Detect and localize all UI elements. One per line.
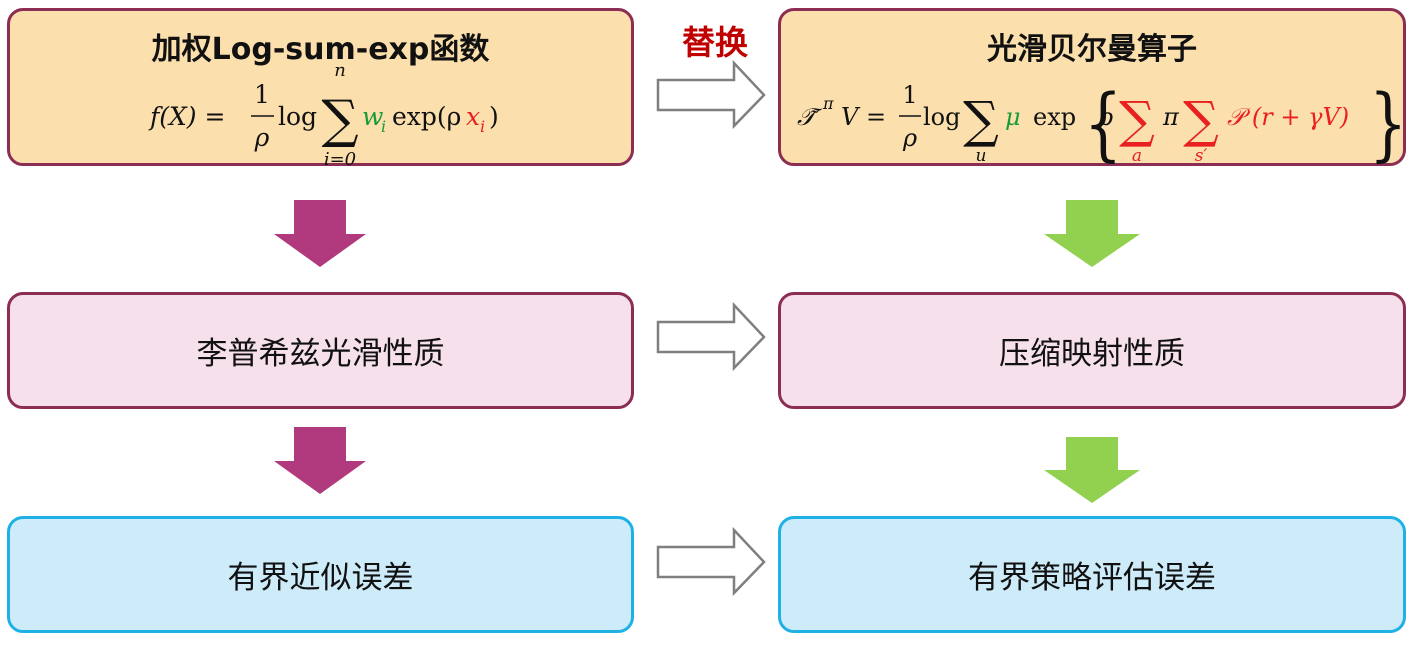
approx-error-box: 有界近似误差: [7, 516, 634, 633]
bellman-left-brace: {: [1084, 76, 1122, 170]
bellman-sum1-symbol: ∑: [963, 91, 999, 149]
bellman-box: 光滑贝尔曼算子 𝒯̃ π V = 1 ρ log ∑ u μ exp { ρ ∑…: [778, 8, 1407, 170]
formula-sum-lower: i=0: [324, 149, 356, 170]
bellman-sum2-symbol: ∑: [1119, 91, 1155, 149]
formula-sum-symbol: ∑: [321, 90, 358, 150]
bellman-sum1-lower: u: [976, 146, 987, 166]
formula-exp: exp(ρ: [392, 102, 461, 131]
formula-var-sub: i: [480, 117, 485, 136]
bellman-frac-num: 1: [902, 81, 917, 109]
approx-error-label: 有界近似误差: [227, 560, 414, 596]
horizontal-arrow-top: [656, 59, 766, 130]
down-arrow-right-1: [1044, 200, 1140, 267]
logsumexp-formula: f(X) = 1 ρ log n ∑ i=0 w i exp(ρ x i ): [148, 61, 499, 170]
policy-eval-error-label: 有界策略评估误差: [968, 560, 1216, 596]
bellman-right-brace: }: [1369, 76, 1407, 170]
contraction-box: 压缩映射性质: [778, 292, 1406, 409]
formula-sum-upper: n: [334, 61, 346, 81]
bellman-frac-den: ρ: [902, 124, 917, 152]
down-arrow-right-2: [1044, 437, 1140, 503]
bellman-mu: μ: [1005, 103, 1021, 131]
logsumexp-title: 加权Log-sum-exp函数: [151, 32, 490, 67]
bellman-pi: π: [1162, 103, 1180, 131]
logsumexp-box: 加权Log-sum-exp函数 f(X) = 1 ρ log n ∑ i=0 w…: [7, 8, 634, 170]
bellman-exp: exp: [1033, 103, 1076, 131]
formula-weight: w: [362, 102, 383, 131]
policy-eval-error-box: 有界策略评估误差: [778, 516, 1406, 633]
lipschitz-box: 李普希兹光滑性质: [7, 292, 634, 409]
formula-lhs: f(X) =: [148, 102, 225, 131]
down-arrow-left-2: [274, 427, 366, 494]
bellman-log: log: [923, 103, 961, 131]
horizontal-arrow-bottom: [656, 526, 766, 597]
bellman-lhs-v: V =: [841, 103, 886, 131]
formula-frac-num: 1: [254, 80, 270, 109]
contraction-label: 压缩映射性质: [999, 336, 1185, 372]
bellman-title: 光滑贝尔曼算子: [987, 32, 1197, 67]
bellman-op-sup: π: [822, 94, 834, 113]
horizontal-arrow-middle: [656, 301, 766, 372]
replace-label: 替换: [682, 23, 748, 62]
bellman-rho: ρ: [1098, 103, 1113, 131]
formula-close: ): [489, 102, 499, 131]
bellman-tail: 𝒫 (r + γV): [1227, 103, 1349, 131]
formula-weight-sub: i: [381, 117, 386, 136]
bellman-sum3-lower: s′: [1195, 146, 1208, 166]
bellman-formula: 𝒯̃ π V = 1 ρ log ∑ u μ exp { ρ ∑ a π ∑ s…: [797, 76, 1407, 170]
down-arrow-left-1: [274, 200, 366, 267]
lipschitz-label: 李普希兹光滑性质: [196, 336, 445, 372]
bellman-sum2-lower: a: [1132, 146, 1142, 166]
formula-log: log: [278, 102, 317, 131]
formula-var: x: [466, 102, 480, 131]
bellman-sum3-symbol: ∑: [1183, 91, 1219, 149]
formula-frac-den: ρ: [254, 123, 270, 152]
